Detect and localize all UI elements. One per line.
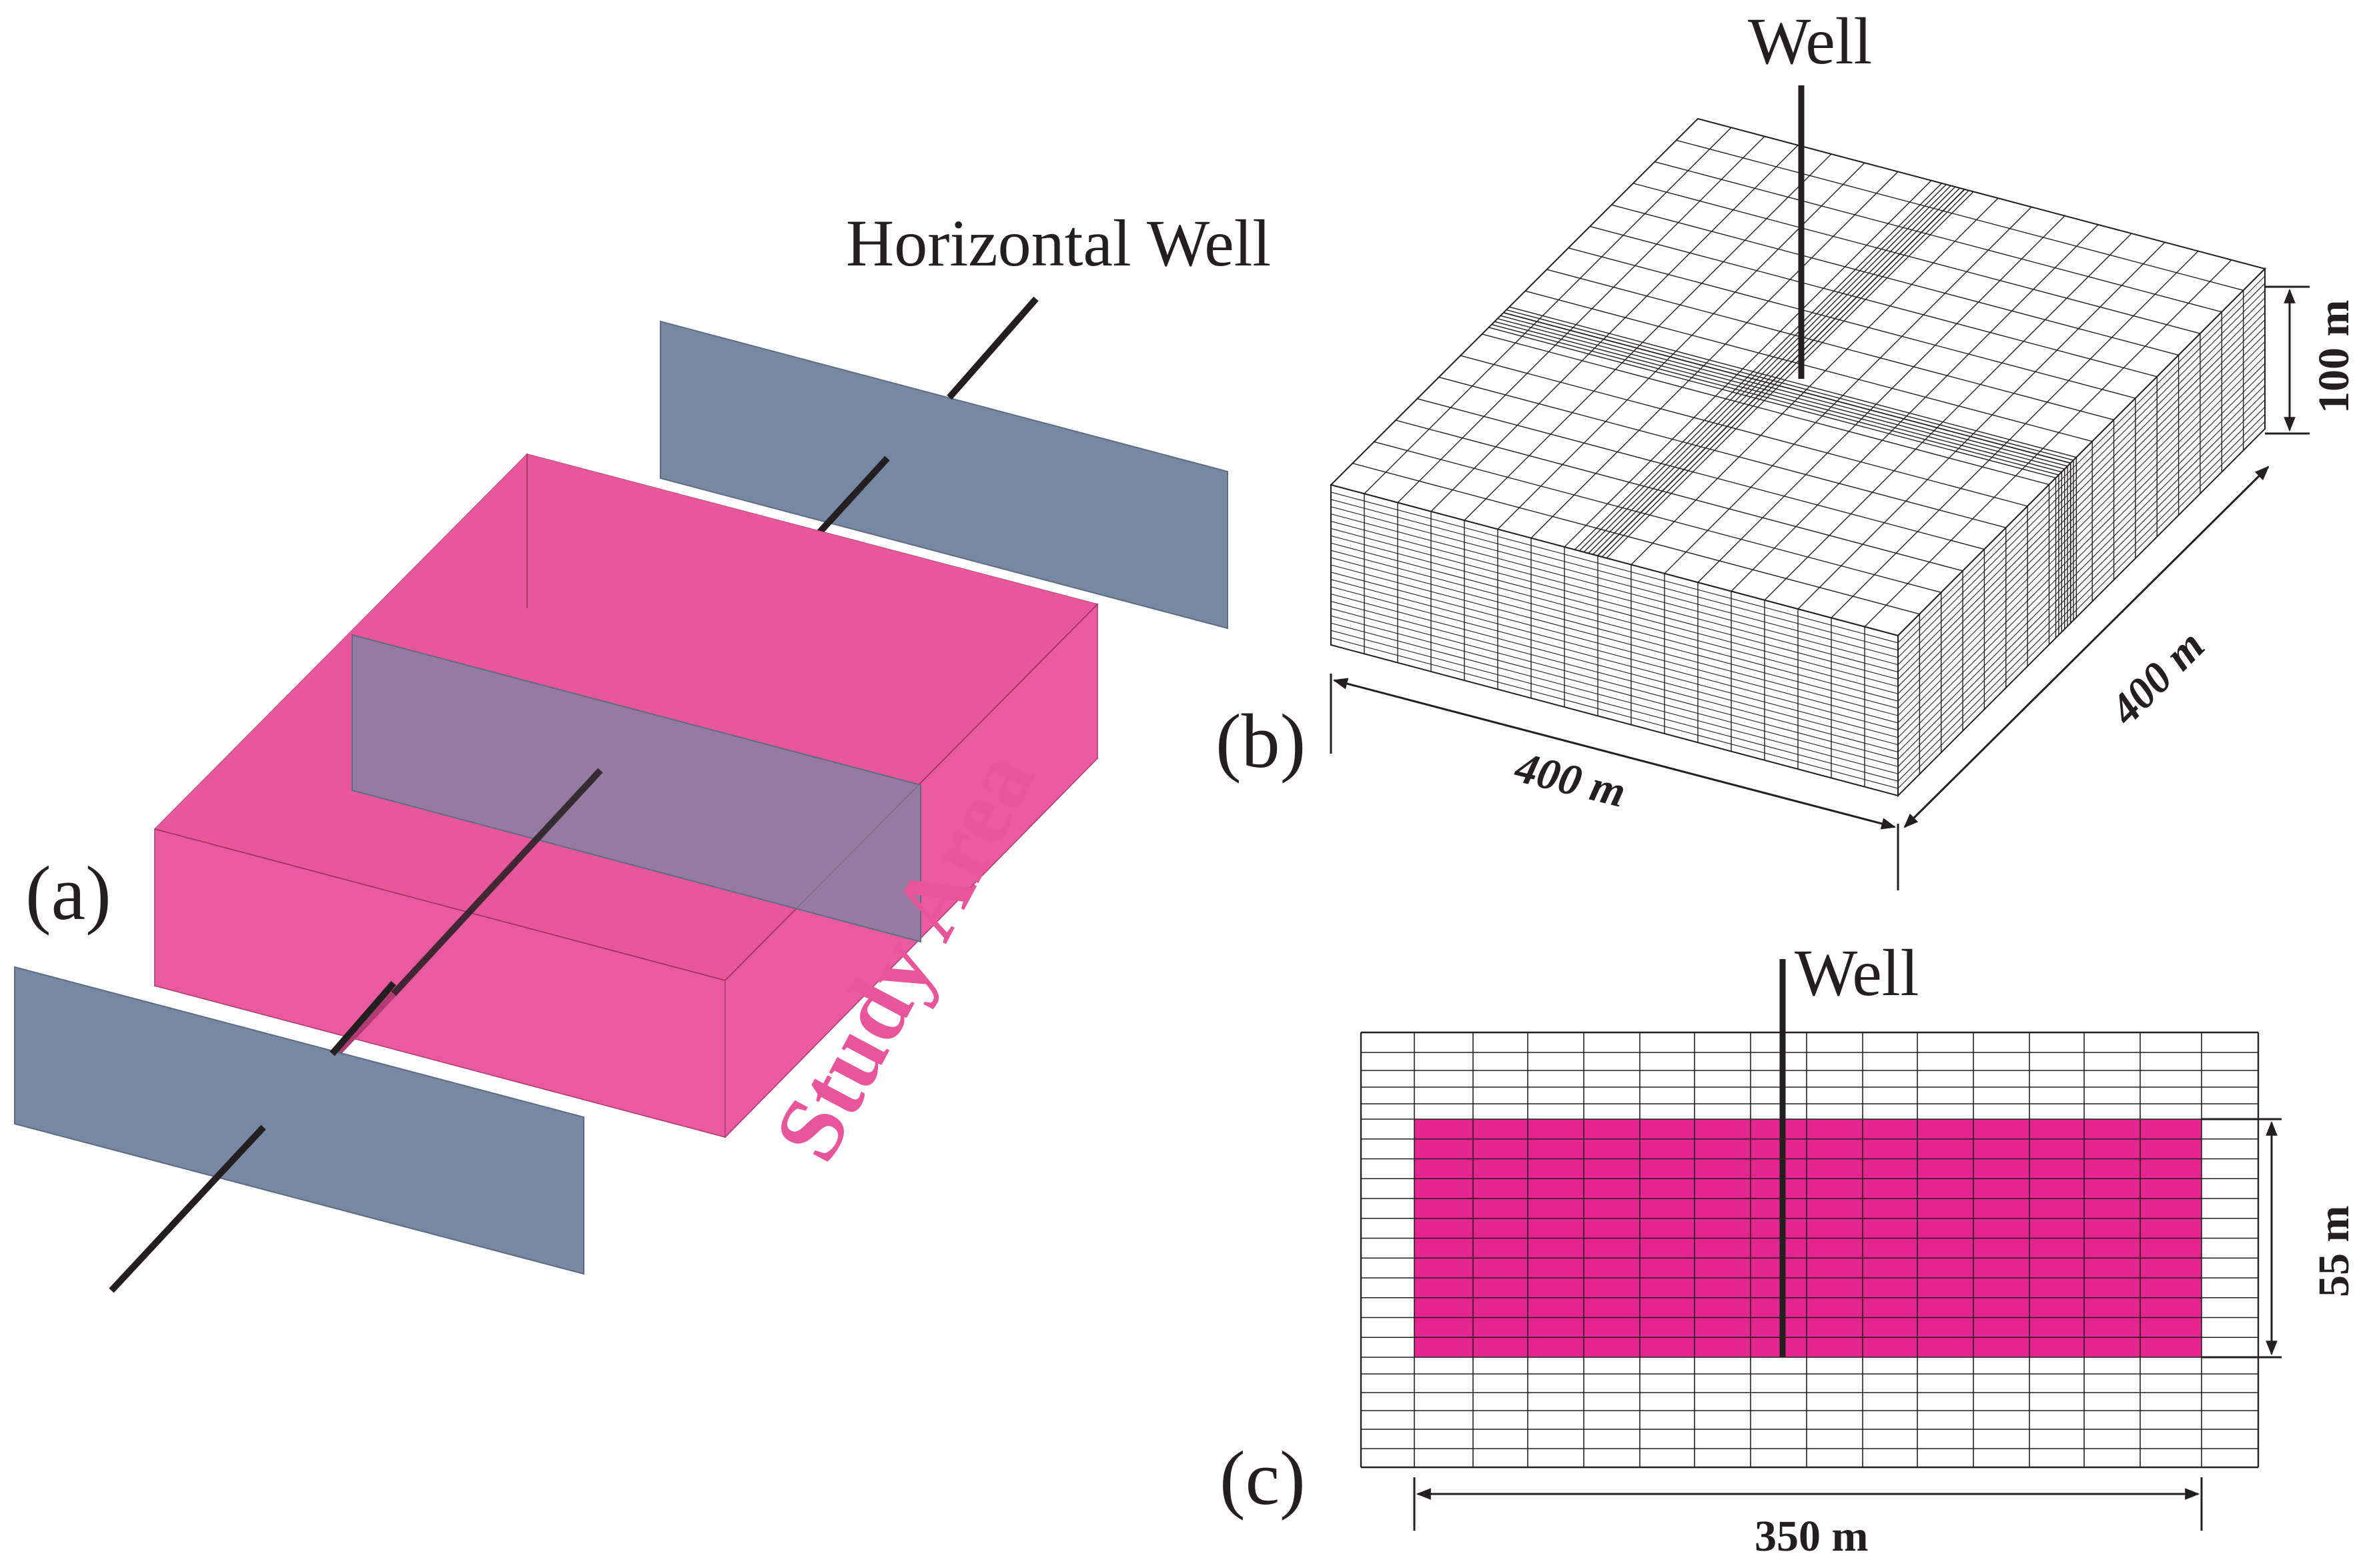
fracture-plane-back [660,320,1228,630]
grid-top-line-b [1546,269,2114,421]
grid-top-line-a [1583,185,1951,553]
grid-top-line-b [1503,311,2071,464]
grid-layer-line-left [1330,514,1899,666]
grid-top-line-a [1592,187,1961,555]
grid-cross-section [1360,1031,2260,1469]
height-dimension-c: 55 m [2202,1118,2358,1359]
grid-top-line-a [1630,197,1999,566]
grid-top-line-a [1397,135,1765,504]
panel-a-tag: (a) [25,851,111,936]
grid-layer-line-left [1330,499,1899,651]
grid-top-line-b [1352,463,1920,615]
grid-layer-line-left [1330,542,1899,694]
grid-top-line-b [1417,398,1985,550]
fracture-plane-middle [352,634,921,943]
grid-top-line-b [1491,323,2059,476]
width-dimension-c: 350 m [1413,1477,2203,1561]
grid-top-line-b [1330,484,1899,636]
grid-top-line-b [1374,441,1941,593]
grid-top-line-b [1568,247,2136,399]
horizontal-well-segment-faint [334,991,396,1056]
horizontal-well-segment-middle [391,768,603,996]
horizontal-well-segment-front-lower [109,1124,266,1293]
grid-top-line-a [1330,118,1699,486]
grid-top-line-a [1597,189,1965,556]
grid-top-line-a [1464,153,1832,521]
panel-b: Well (b) 100 m 400 m 400 m [1216,4,2358,890]
grid-top-line-b [1654,161,2222,313]
grid-top-line-a [1764,233,2132,601]
grid-layer-line-left [1330,535,1899,687]
panel-c-tag: (c) [1220,1436,1306,1521]
horizontal-well-segment-front-upper [330,980,396,1056]
grid-top-line-b [1506,309,2074,461]
grid-layer-line-left [1330,521,1899,673]
grid-layer-line-left [1330,492,1899,644]
grid-top-line-a [1430,145,1799,512]
grid-top-line-a [1588,186,1956,554]
panel-b-tag: (b) [1216,699,1306,784]
horizontal-well-segment-top [947,296,1039,400]
grid-top-line-b [1500,315,2068,467]
height-dim-label-b: 100 m [2310,300,2358,414]
grid-layer-line-left [1330,528,1899,680]
grid-top-line-a [1578,184,1947,552]
width-dim-label-c: 350 m [1755,1512,1868,1561]
grid-top-line-a [1574,183,1942,550]
box-hidden-edge-2 [154,828,726,981]
grid-top-line-a [1564,180,1932,548]
grid-top-line-a [1697,215,2065,583]
grid-top-line-a [1664,206,2032,574]
grid-top-line-a [1797,241,2166,610]
grid-top-line-b [1590,225,2158,377]
grid-top-line-b [1632,183,2201,334]
grid-top-line-b [1482,333,2049,486]
grid-top-line-b [1509,306,2077,458]
well-label-c: Well [1795,936,1919,1010]
grid-top-line-b [1611,204,2179,356]
depth-dim-label-b: 400 m [2100,621,2214,735]
horizontal-well-label: Horizontal Well [846,206,1271,280]
grid-top-line-b [1488,327,2056,479]
grid-top-line-b [1676,139,2244,291]
grid-top-line-a [1831,251,2199,618]
grid-top-line-b [1395,420,1963,572]
height-dim-label-c: 55 m [2310,1206,2358,1297]
grid-layer-line-left [1330,506,1899,658]
grid-layer-line-left [1330,550,1899,702]
grid-top-line-a [1364,127,1732,494]
grid-top-line-b [1497,318,2065,470]
fracture-plane-front [14,966,584,1275]
panel-c: Well (c) 350 m 55 m [1220,936,2358,1561]
grid-top-line-b [1697,118,2266,269]
grid-top-line-a [1530,171,1899,539]
grid-top-line-a [1601,190,1969,558]
height-dimension: 100 m [2265,285,2358,435]
grid-top-line-b [1494,321,2062,473]
panel-a: Horizontal Well (a) Study Area [14,206,1271,1293]
grid-top-line-a [1606,191,1974,559]
well-label-b: Well [1748,4,1872,78]
grid-top-line-a [1731,224,2099,592]
grid-top-line-b [1524,290,2093,442]
